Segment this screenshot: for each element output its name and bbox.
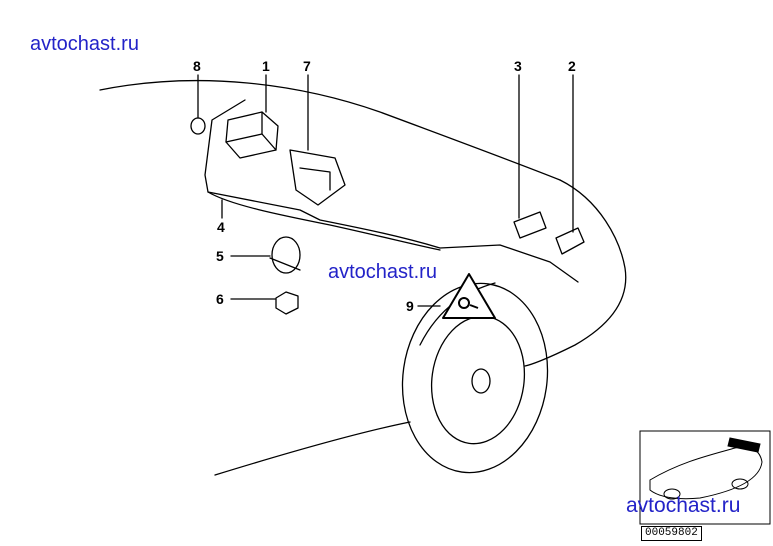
part-label-5: 5 (216, 248, 224, 264)
car-rear-outline (524, 179, 627, 367)
part-label-8: 8 (193, 58, 201, 74)
sensor-3 (513, 211, 547, 239)
bracket (289, 149, 346, 206)
sensor-2 (555, 227, 585, 255)
grommet (190, 117, 206, 135)
car-roofline (99, 80, 561, 181)
wheel-inner (430, 315, 526, 445)
wiring-harness (204, 99, 441, 251)
part-label-4: 4 (217, 219, 225, 235)
watermark-top-left: avtochast.ru (30, 33, 139, 55)
part-label-1: 1 (262, 58, 270, 74)
control-unit (225, 111, 279, 159)
part-label-3: 3 (514, 58, 522, 74)
inset-thumbnail (639, 430, 771, 525)
wheel-outer (401, 282, 549, 474)
nut (275, 291, 299, 315)
part-label-9: 9 (406, 298, 414, 314)
car-lower-body (214, 421, 411, 476)
watermark-bottom-right: avtochast.ru (626, 494, 741, 517)
wiring-harness-2 (207, 191, 579, 283)
buzzer (271, 236, 301, 274)
warning-triangle-icon (442, 273, 496, 319)
reference-code: 00059802 (641, 526, 702, 541)
wheel-hub (471, 368, 491, 394)
part-label-6: 6 (216, 291, 224, 307)
watermark-center: avtochast.ru (328, 261, 437, 283)
part-label-7: 7 (303, 58, 311, 74)
part-label-2: 2 (568, 58, 576, 74)
